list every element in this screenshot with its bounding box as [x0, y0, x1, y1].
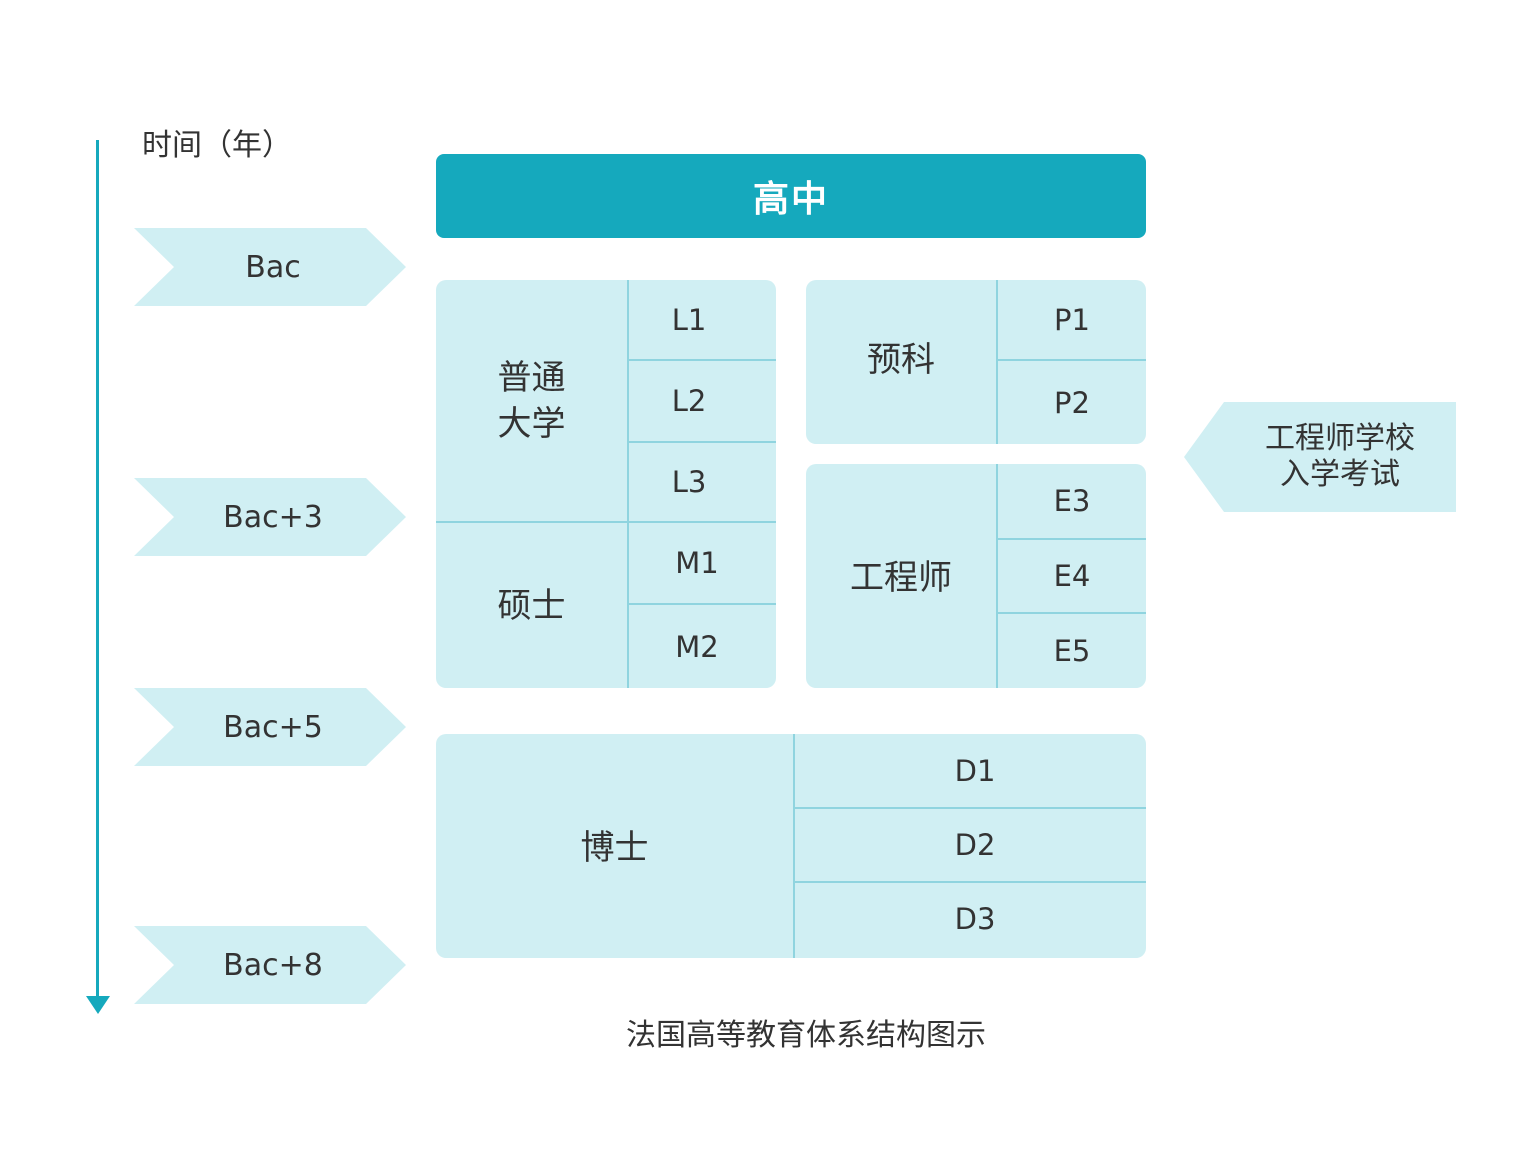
high-school-bar: 高中: [436, 154, 1146, 238]
timeline-marker-bac-8: Bac+8: [134, 926, 406, 1004]
year-cell-d2: D2: [954, 828, 996, 862]
doctorate-block: 博士 D1 D2 D3: [436, 734, 1146, 958]
year-cell-p2: P2: [1054, 385, 1090, 420]
year-cell-d3: D3: [954, 901, 996, 936]
exam-arrow-shape: [1184, 402, 1456, 512]
divider: [436, 521, 776, 523]
divider: [627, 603, 776, 605]
timeline-marker-bac-3: Bac+3: [134, 478, 406, 556]
divider: [627, 441, 776, 443]
year-cell-l1: L1: [671, 302, 707, 337]
marker-arrow-shape: [134, 688, 406, 766]
divider: [793, 881, 1146, 883]
divider: [793, 734, 795, 958]
timeline-marker-label: Bac+8: [223, 947, 323, 983]
marker-arrow-shape: [134, 478, 406, 556]
divider: [996, 612, 1146, 614]
engineer-label: 工程师: [850, 558, 952, 598]
entrance-exam-pointer: 工程师学校 入学考试: [1184, 402, 1456, 512]
divider: [996, 538, 1146, 540]
year-cell-p1: P1: [1054, 302, 1090, 337]
engineer-block: 工程师 E3 E4 E5: [806, 464, 1146, 688]
divider: [627, 280, 629, 688]
divider: [996, 359, 1146, 361]
year-cell-e5: E5: [1053, 634, 1091, 668]
year-cell-e4: E4: [1053, 559, 1091, 593]
year-cell-m2: M2: [675, 629, 719, 664]
timeline-title: 时间（年）: [142, 128, 292, 163]
timeline-marker-label: Bac: [245, 249, 301, 285]
university-master-block: 普通 大学 硕士 L1 L2 L3 M1 M2: [436, 280, 776, 688]
year-cell-d1: D1: [954, 753, 996, 788]
timeline-marker-bac: Bac: [134, 228, 406, 306]
divider: [996, 464, 998, 688]
diagram-caption: 法国高等教育体系结构图示: [626, 1018, 986, 1053]
marker-arrow-shape: [134, 926, 406, 1004]
marker-arrow-shape: [134, 228, 406, 306]
timeline-axis-line: [96, 140, 99, 1002]
divider: [793, 807, 1146, 809]
timeline-marker-label: Bac+3: [223, 499, 323, 535]
university-label: 普通 大学: [497, 357, 566, 444]
divider: [627, 359, 776, 361]
timeline-marker-bac-5: Bac+5: [134, 688, 406, 766]
year-cell-m1: M1: [675, 546, 719, 580]
master-label: 硕士: [497, 585, 566, 626]
year-cell-l2: L2: [671, 384, 707, 418]
year-cell-l3: L3: [671, 465, 707, 499]
doctorate-label: 博士: [580, 828, 649, 868]
timeline-arrow-head-icon: [86, 996, 110, 1014]
year-cell-e3: E3: [1053, 484, 1091, 518]
divider: [996, 280, 998, 444]
prep-label: 预科: [867, 340, 935, 380]
entrance-exam-label: 工程师学校 入学考试: [1265, 421, 1415, 492]
timeline-marker-label: Bac+5: [223, 709, 323, 745]
prep-block: 预科 P1 P2: [806, 280, 1146, 444]
